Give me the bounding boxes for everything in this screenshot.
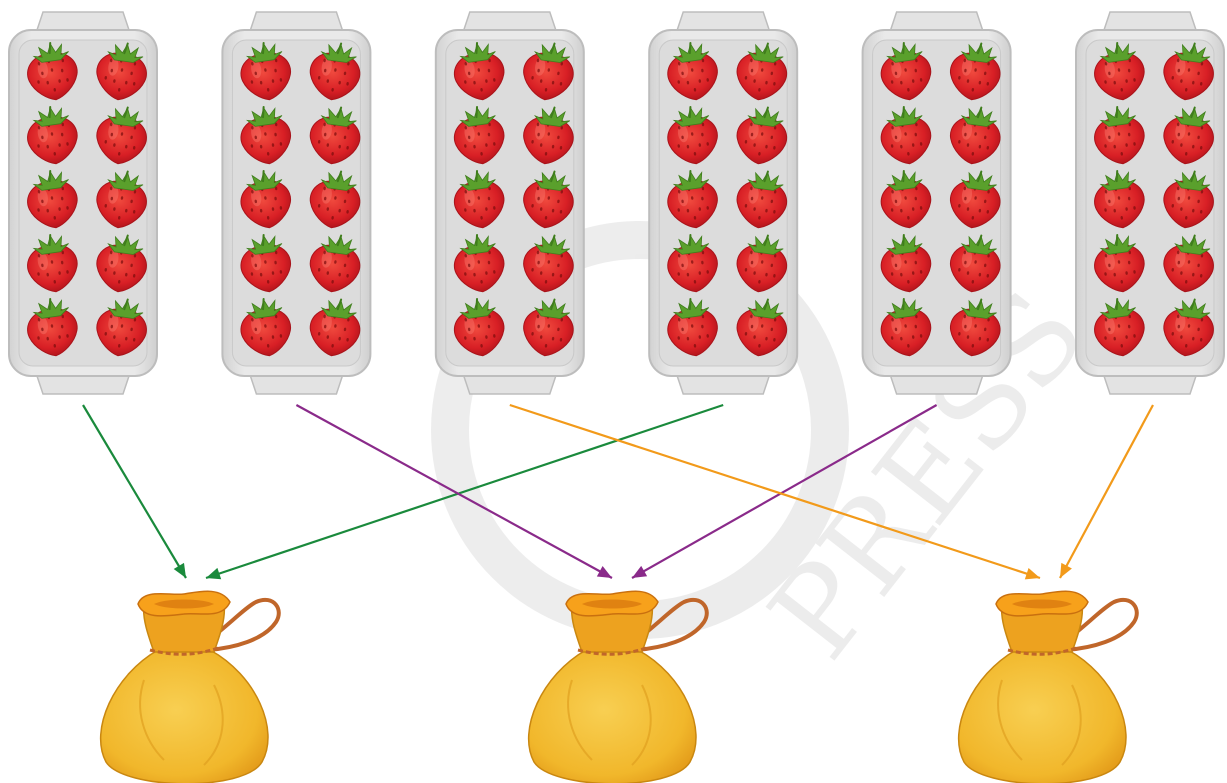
bag-body xyxy=(99,649,269,783)
ice-tray xyxy=(648,11,799,395)
strawberry xyxy=(453,233,505,293)
strawberry xyxy=(1163,42,1214,101)
strawberry xyxy=(523,234,574,293)
strawberry xyxy=(880,105,932,165)
bag-tie xyxy=(149,646,219,656)
strawberry xyxy=(950,170,1001,229)
arrow-head xyxy=(596,566,612,578)
strawberry xyxy=(667,297,718,357)
strawberry xyxy=(240,233,291,293)
strawberry xyxy=(96,298,147,357)
strawberry xyxy=(1163,298,1214,357)
grouping-arrow xyxy=(295,404,613,579)
strawberry xyxy=(950,42,1001,101)
strawberry xyxy=(240,297,291,357)
strawberry xyxy=(27,41,78,101)
strawberry xyxy=(453,105,505,165)
ice-tray xyxy=(221,11,372,395)
ice-tray xyxy=(861,11,1012,395)
strawberry xyxy=(667,105,718,165)
bag-string xyxy=(624,598,709,652)
strawberry xyxy=(309,298,361,357)
strawberry xyxy=(1094,105,1145,165)
strawberry xyxy=(1163,170,1214,229)
arrow-head xyxy=(173,562,186,578)
strawberry xyxy=(523,298,574,357)
bags-group xyxy=(99,590,1139,783)
strawberry xyxy=(96,106,147,165)
strawberry xyxy=(453,41,505,101)
arrow-head xyxy=(206,567,222,580)
strawberry xyxy=(1094,169,1145,229)
strawberry xyxy=(950,106,1001,165)
strawberry xyxy=(880,297,932,357)
strawberry xyxy=(667,41,718,101)
strawberry xyxy=(736,234,788,293)
strawberry xyxy=(523,106,574,165)
ice-tray xyxy=(1075,11,1225,395)
strawberry xyxy=(309,234,361,293)
strawberry xyxy=(736,298,788,357)
grouping-arrow xyxy=(205,403,724,580)
grouping-arrow xyxy=(82,404,187,579)
strawberry xyxy=(27,105,78,165)
strawberry xyxy=(667,169,718,229)
strawberry xyxy=(27,233,78,293)
strawberry xyxy=(736,42,788,101)
strawberry xyxy=(453,169,505,229)
ice-tray xyxy=(8,11,158,395)
strawberry xyxy=(96,42,147,101)
grouping-arrow xyxy=(631,404,938,579)
strawberry xyxy=(96,170,147,229)
bag-tie xyxy=(577,646,647,656)
bag-tie xyxy=(1007,646,1077,656)
arrow-head xyxy=(1060,562,1072,578)
bag-body xyxy=(957,649,1127,783)
strawberry xyxy=(523,42,574,101)
strawberry xyxy=(736,106,788,165)
arrow-head xyxy=(1024,567,1040,580)
arrow-head xyxy=(632,565,648,578)
gold-bag xyxy=(957,590,1139,783)
gold-bag xyxy=(99,590,281,783)
strawberry xyxy=(309,106,361,165)
strawberry xyxy=(880,233,932,293)
strawberry xyxy=(309,170,361,229)
strawberry xyxy=(309,42,361,101)
strawberry xyxy=(667,233,718,293)
strawberry xyxy=(950,234,1001,293)
strawberry xyxy=(950,298,1001,357)
strawberry xyxy=(453,297,505,357)
strawberry xyxy=(240,41,291,101)
arrows-group xyxy=(82,403,1154,580)
strawberry xyxy=(880,41,932,101)
strawberry xyxy=(27,169,78,229)
strawberry xyxy=(240,105,291,165)
bag-body xyxy=(527,649,697,783)
grouping-arrow xyxy=(1059,404,1154,579)
strawberry xyxy=(96,234,147,293)
ice-tray xyxy=(434,11,585,395)
strawberry xyxy=(1094,297,1145,357)
grouping-arrow xyxy=(509,403,1041,580)
strawberry xyxy=(1163,234,1214,293)
gold-bag xyxy=(527,590,709,783)
strawberry xyxy=(240,169,291,229)
strawberry xyxy=(1163,106,1214,165)
strawberry xyxy=(1094,233,1145,293)
bag-string xyxy=(196,598,281,652)
bag-string xyxy=(1054,598,1139,652)
strawberry xyxy=(1094,41,1145,101)
trays-group xyxy=(8,11,1225,395)
strawberry xyxy=(880,169,932,229)
strawberry xyxy=(27,297,78,357)
strawberry xyxy=(523,170,574,229)
strawberry xyxy=(736,170,788,229)
